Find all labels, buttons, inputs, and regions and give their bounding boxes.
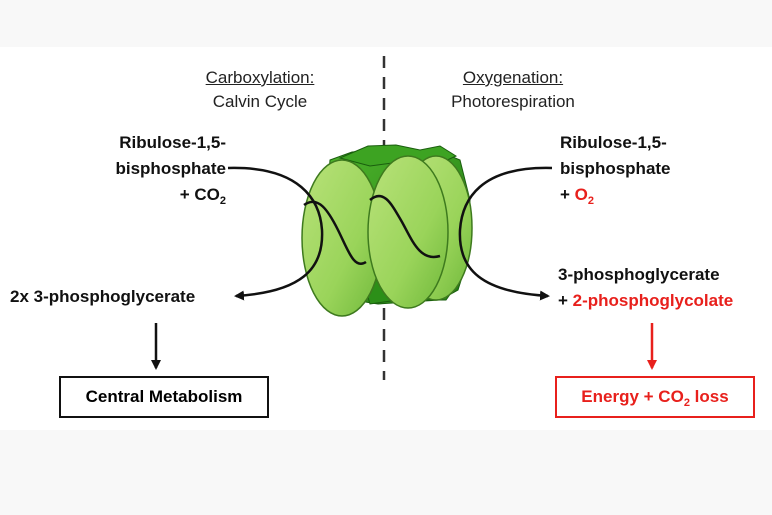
rubisco-enzyme-icon — [301, 144, 473, 317]
right-substrate-line2: bisphosphate — [560, 159, 671, 178]
left-reaction-arrow — [227, 166, 324, 301]
right-heading-subtitle: Photorespiration — [451, 92, 575, 111]
left-substrate-line1: Ribulose-1,5- — [119, 133, 226, 152]
left-product: 2x 3-phosphoglycerate — [10, 287, 196, 306]
right-heading-title: Oxygenation: — [462, 68, 564, 87]
left-gas: + CO2 — [179, 185, 226, 207]
right-reaction-arrow — [458, 166, 553, 301]
energy-co2-loss-box: Energy + CO2 loss — [555, 376, 755, 418]
right-substrate: Ribulose-1,5- bisphosphate + O2 — [560, 130, 720, 208]
right-gas: + O2 — [560, 185, 595, 207]
left-heading: Carboxylation: Calvin Cycle — [180, 66, 340, 114]
central-metabolism-box: Central Metabolism — [59, 376, 269, 418]
left-substrate-line2: bisphosphate — [115, 159, 226, 178]
right-heading: Oxygenation: Photorespiration — [428, 66, 598, 114]
right-product: 3-phosphoglycerate + 2-phosphoglycolate — [558, 262, 768, 314]
left-heading-subtitle: Calvin Cycle — [212, 92, 308, 111]
left-substrate: Ribulose-1,5- bisphosphate + CO2 — [80, 130, 226, 208]
left-heading-title: Carboxylation: — [205, 68, 315, 87]
right-product-line2: + 2-phosphoglycolate — [558, 291, 734, 310]
right-substrate-line1: Ribulose-1,5- — [560, 133, 667, 152]
right-product-line1: 3-phosphoglycerate — [558, 265, 720, 284]
